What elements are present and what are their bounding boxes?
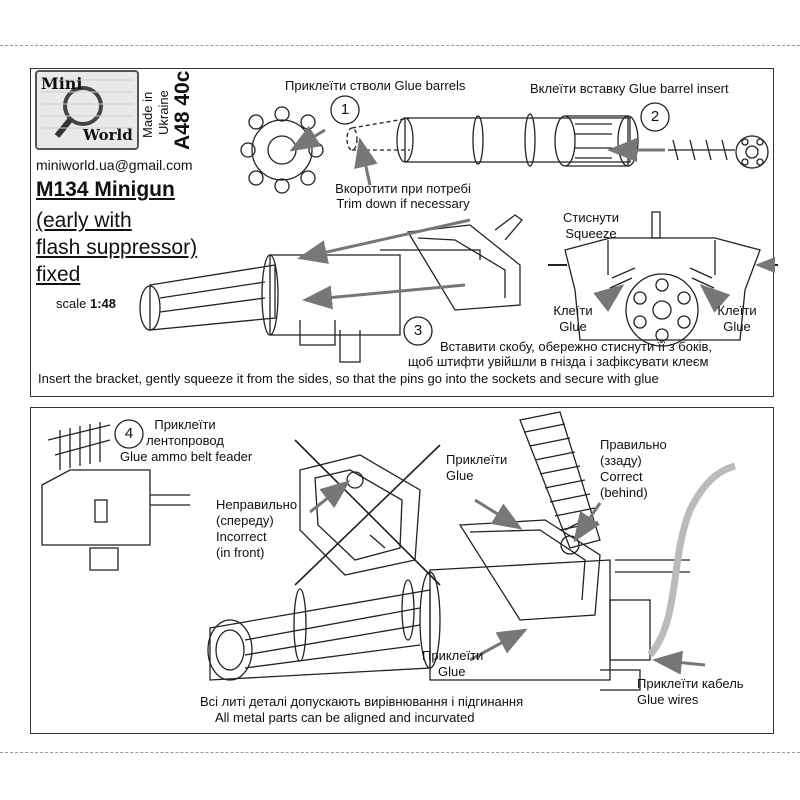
incorrect-bracket-drawing bbox=[294, 439, 441, 586]
correct-label-3: Correct bbox=[600, 469, 643, 484]
panel-bottom bbox=[30, 407, 774, 734]
squeeze-detail-drawing bbox=[548, 211, 778, 347]
magnifier-icon bbox=[41, 79, 133, 138]
scale-label: scale 1:48 bbox=[56, 296, 116, 311]
feeder-view-drawing bbox=[41, 422, 190, 571]
step2-label: Вклеїти вставку Glue barrel insert bbox=[530, 81, 729, 96]
incorrect-label-4: (in front) bbox=[216, 545, 265, 560]
glue-left-en: Glue bbox=[559, 319, 587, 334]
logo-text-world: World bbox=[83, 126, 133, 144]
squeeze-label-en: Squeeze bbox=[565, 226, 617, 241]
step4-number-circle bbox=[114, 419, 144, 449]
step3-instruction-ua-1: Вставити скобу, обережно стиснути її з б… bbox=[440, 339, 713, 354]
page-title: M134 Minigun bbox=[36, 178, 175, 201]
incorrect-label-2: (спереду) bbox=[216, 513, 274, 528]
step1-number-circle bbox=[330, 95, 360, 125]
glue-right-ua: Клеїти bbox=[717, 303, 757, 318]
country-label: Ukraine bbox=[156, 90, 171, 135]
wires-label-en: Glue wires bbox=[637, 692, 699, 707]
subtitle-line-1: (early with bbox=[36, 209, 132, 232]
correct-label-4: (behind) bbox=[600, 485, 648, 500]
step4-number: 4 bbox=[124, 425, 134, 442]
barrel-cluster-drawing bbox=[240, 106, 324, 194]
feeder-label-ua-1: Приклеїти bbox=[154, 417, 216, 432]
email-address: miniworld.ua@gmail.com bbox=[36, 157, 193, 173]
step2-number-circle bbox=[640, 102, 670, 132]
wires-label-ua: Приклеїти кабель bbox=[637, 676, 744, 691]
feeder-label-ua-2: лентопровод bbox=[146, 433, 224, 448]
made-in-label: Made in bbox=[140, 91, 155, 138]
scale-word: scale bbox=[56, 296, 87, 311]
feeder-label-en: Glue ammo belt feader bbox=[120, 449, 253, 464]
glue-bottom-en: Glue bbox=[438, 664, 466, 679]
metal-parts-note-en: All metal parts can be aligned and incur… bbox=[215, 710, 475, 725]
metal-parts-note-ua: Всі литі деталі допускають вирівнювання … bbox=[200, 694, 524, 709]
incorrect-label-1: Неправильно bbox=[216, 497, 298, 512]
glue-top-en: Glue bbox=[446, 468, 474, 483]
glue-top-ua: Приклеїти bbox=[446, 452, 508, 467]
gun-assembly-step4-drawing bbox=[207, 519, 690, 691]
step1-label: Приклеїти стволи Glue barrels bbox=[285, 78, 466, 93]
glue-right-en: Glue bbox=[723, 319, 751, 334]
step3-number-circle bbox=[403, 316, 433, 346]
glue-bottom-ua: Приклеїти bbox=[422, 648, 484, 663]
logo-text-mini: Mini bbox=[41, 74, 83, 93]
squeeze-label-ua: Стиснути bbox=[563, 210, 619, 225]
subtitle-line-3: fixed bbox=[36, 263, 81, 286]
step2-number: 2 bbox=[650, 108, 660, 125]
bottom-cut-line bbox=[0, 752, 800, 753]
barrel-body-drawing bbox=[396, 113, 639, 167]
top-cut-line bbox=[0, 45, 800, 46]
step1-number: 1 bbox=[340, 101, 350, 118]
trim-note-en: Trim down if necessary bbox=[336, 196, 470, 211]
product-code: A48 40c bbox=[171, 70, 194, 150]
subtitle-line-2: flash suppressor) bbox=[36, 236, 198, 259]
step3-instruction-ua-2: щоб штифти увійшли в гнізда і зафіксуват… bbox=[408, 354, 709, 369]
glue-left-ua: Клеїти bbox=[553, 303, 593, 318]
incorrect-label-3: Incorrect bbox=[216, 529, 267, 544]
miniworld-logo: Mini World bbox=[35, 70, 139, 150]
correct-label-2: (ззаду) bbox=[600, 453, 642, 468]
scale-value: 1:48 bbox=[89, 296, 117, 311]
correct-label-1: Правильно bbox=[600, 437, 667, 452]
step3-number: 3 bbox=[413, 322, 423, 339]
barrel-insert-drawing bbox=[668, 135, 769, 169]
step3-instruction-en: Insert the bracket, gently squeeze it fr… bbox=[38, 371, 659, 386]
gun-body-step3-drawing bbox=[139, 214, 523, 363]
trim-note-ua: Вкоротити при потребі bbox=[335, 181, 471, 196]
